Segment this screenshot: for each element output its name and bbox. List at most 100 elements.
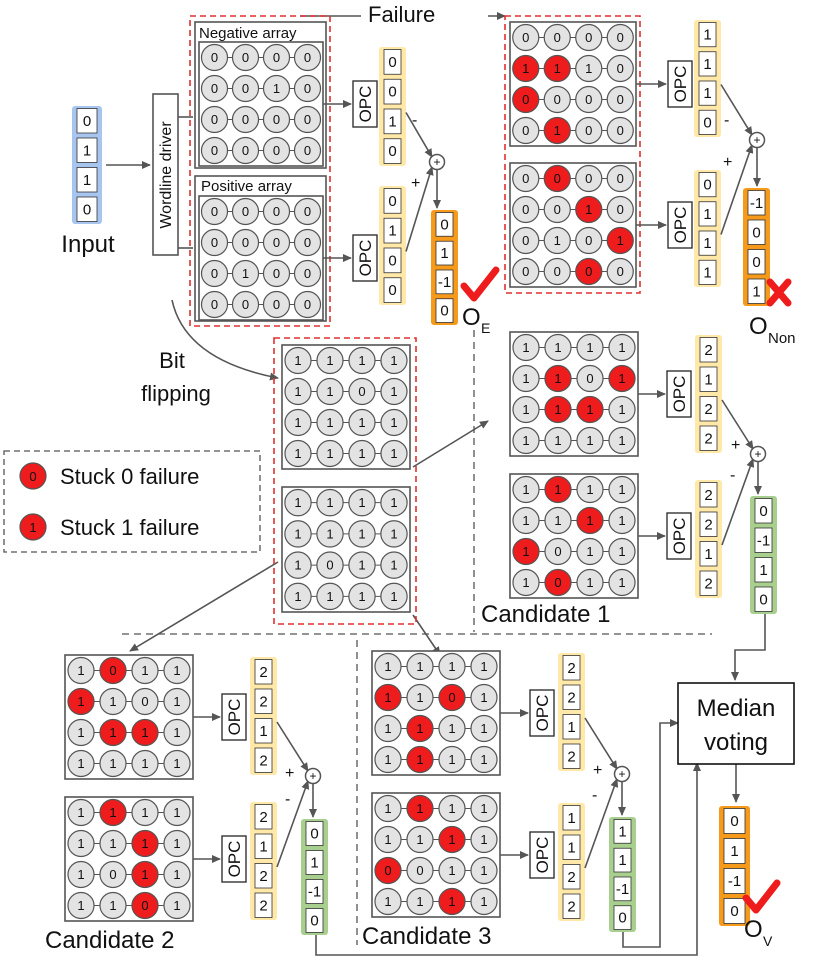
memory-cell xyxy=(543,257,571,286)
cell-value: 1 xyxy=(480,659,487,674)
memory-cell xyxy=(163,718,191,747)
memory-cell xyxy=(575,226,603,255)
cell-value: 0 xyxy=(554,202,561,217)
opc-c2-neg-value: 2 xyxy=(259,664,267,681)
opc-c1-pos-frame xyxy=(695,480,722,598)
faulty-cell xyxy=(608,364,636,393)
cell-value: 1 xyxy=(294,558,301,573)
memory-cell xyxy=(293,74,322,103)
output-onon-label: O Non xyxy=(749,313,796,347)
memory-cell xyxy=(231,136,260,165)
memory-cell xyxy=(608,426,636,455)
result-oe-slot xyxy=(435,269,454,295)
opc-c2-pos-value: 2 xyxy=(259,809,267,826)
cell-value: 0 xyxy=(242,204,249,219)
opc-c2-neg-frame xyxy=(250,657,277,775)
memory-cell xyxy=(284,408,312,437)
memory-cell xyxy=(67,891,95,920)
faulty-cell xyxy=(374,856,402,885)
memory-cell xyxy=(348,551,376,579)
cell-value: 1 xyxy=(480,752,487,767)
memory-cell xyxy=(293,105,322,134)
cell-value: 1 xyxy=(173,694,180,709)
memory-cell xyxy=(67,656,95,685)
faulty-cell xyxy=(544,395,572,424)
cell-value: 1 xyxy=(326,446,333,461)
cell-value: 1 xyxy=(448,801,455,816)
memory-cell xyxy=(606,195,634,224)
cell-value: 1 xyxy=(522,402,529,417)
memory-cell xyxy=(608,537,636,566)
cell-value: 0 xyxy=(211,143,218,158)
result-ov-slot xyxy=(723,898,746,924)
memory-cell xyxy=(380,377,408,406)
cell-value: 0 xyxy=(522,30,529,45)
faulty-cell xyxy=(543,54,571,83)
cell-value: 1 xyxy=(294,446,301,461)
opc-pos-orig-slot xyxy=(383,247,402,274)
cell-value: 1 xyxy=(416,690,423,705)
opc-neg-orig-value: 0 xyxy=(388,143,396,160)
cell-value: 1 xyxy=(77,898,84,913)
memory-cell xyxy=(512,395,540,424)
cell-value: 1 xyxy=(618,340,625,355)
cell-value: 0 xyxy=(242,112,249,127)
cell-value: 1 xyxy=(448,832,455,847)
cell-value: 1 xyxy=(384,832,391,847)
candidate1-label: Candidate 1 xyxy=(481,601,610,628)
cell-value: 1 xyxy=(141,836,148,851)
median-label: Median xyxy=(697,695,776,722)
memory-cell xyxy=(512,164,540,193)
result-oe-value: 0 xyxy=(440,303,448,320)
faulty-cell xyxy=(544,364,572,393)
cell-value: 1 xyxy=(586,340,593,355)
result-oe-slot xyxy=(435,212,454,237)
memory-cell xyxy=(575,116,603,145)
result-ov-value: 0 xyxy=(730,903,738,920)
result-onon-value: 1 xyxy=(752,283,760,300)
connector-lines xyxy=(106,12,766,956)
cell-value: 0 xyxy=(211,235,218,250)
memory-cell xyxy=(262,290,291,319)
memory-cell xyxy=(512,116,540,145)
memory-cell xyxy=(163,749,191,778)
opc-fail-pos-slot xyxy=(698,230,717,256)
memory-cell xyxy=(374,745,402,774)
memory-cell xyxy=(380,582,408,611)
opc-fail-neg-value: 1 xyxy=(703,56,711,73)
opc-c3-neg-slot xyxy=(562,714,581,740)
input-vector-value: 1 xyxy=(83,142,91,159)
opc-c2-pos-slot xyxy=(254,833,273,859)
memory-cell xyxy=(99,891,127,920)
faulty-cell xyxy=(544,475,572,504)
wordline-driver-box: Wordline driver xyxy=(152,93,179,256)
opc-c2-pos-value: 1 xyxy=(259,838,267,855)
cell-value: 1 xyxy=(384,690,391,705)
cell-value: 1 xyxy=(77,867,84,882)
result-c1-slot xyxy=(754,498,773,524)
memory-cell xyxy=(262,259,291,288)
adder-plus: + xyxy=(433,155,440,169)
cell-value: 0 xyxy=(304,143,311,158)
cell-value: 1 xyxy=(586,433,593,448)
memory-cell xyxy=(544,506,572,535)
memory-cell xyxy=(316,520,344,548)
positive-array-container xyxy=(194,175,327,322)
onon-cross-icon xyxy=(766,278,792,307)
cell-value: 0 xyxy=(384,863,391,878)
opc-frame xyxy=(529,689,555,737)
opc-fail-neg-value: 1 xyxy=(703,27,711,44)
plus-sign: + xyxy=(411,175,420,192)
opc-c1-pos-value: 2 xyxy=(704,487,712,504)
cell-value: 1 xyxy=(384,894,391,909)
cell-value: 0 xyxy=(585,123,592,138)
plus-sign: + xyxy=(731,437,740,454)
cell-value: 0 xyxy=(522,92,529,107)
cell-value: 1 xyxy=(173,725,180,740)
result-ov-frame xyxy=(719,806,750,926)
result-c1-value: 1 xyxy=(759,562,767,579)
cell-value: 1 xyxy=(416,894,423,909)
